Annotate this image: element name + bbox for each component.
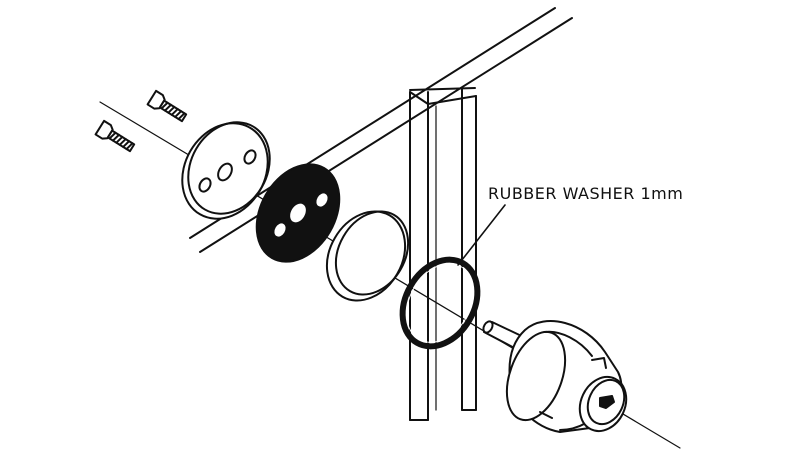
rubber-washer (399, 256, 481, 350)
escutcheon-plate (181, 121, 271, 220)
black-gasket-plate (255, 163, 341, 263)
countersunk-screw-upper (146, 89, 188, 123)
lock-cylinder-body (482, 320, 628, 433)
keyway-icon (599, 395, 615, 409)
rubber-washer-label: RUBBER WASHER 1mm (488, 184, 684, 203)
countersunk-screw-lower (94, 119, 136, 153)
washer-callout-leader (457, 204, 506, 266)
clear-spacer-ring (325, 210, 410, 302)
